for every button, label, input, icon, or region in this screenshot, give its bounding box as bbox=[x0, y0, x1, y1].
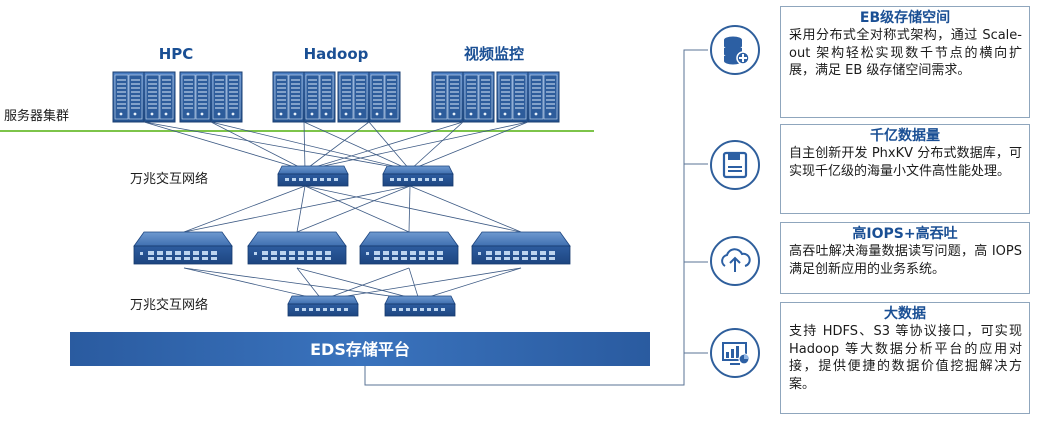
feature-text: 自主创新开发 PhxKV 分布式数据库，可实现千亿级的海量小文件高性能处理。 bbox=[789, 146, 1022, 179]
group-label-video: 视频监控 bbox=[464, 45, 524, 63]
hadoop-servers bbox=[272, 71, 401, 123]
network-links bbox=[143, 121, 529, 301]
switch-layer-2 bbox=[133, 231, 571, 265]
cloud-upload-icon bbox=[710, 236, 760, 286]
network-label-1: 万兆交互网络 bbox=[130, 171, 208, 187]
cluster-label: 服务器集群 bbox=[4, 108, 69, 124]
eds-platform-bar bbox=[70, 332, 650, 366]
feature-text: 采用分布式全对称式架构，通过 Scale-out 架构轻松实现数千节点的横向扩展… bbox=[789, 28, 1022, 78]
feature-title: 大数据 bbox=[884, 306, 926, 322]
floppy-disk-icon bbox=[710, 140, 760, 190]
feature-title: 千亿数据量 bbox=[870, 128, 940, 144]
network-label-2: 万兆交互网络 bbox=[130, 297, 208, 313]
connector-lines bbox=[364, 49, 708, 386]
video-servers bbox=[431, 71, 560, 123]
feature-title: 高IOPS+高吞吐 bbox=[852, 226, 958, 242]
feature-card-big-data: 大数据 支持 HDFS、S3 等协议接口，可实现 Hadoop 等大数据分析平台… bbox=[780, 302, 1030, 414]
database-icon bbox=[710, 25, 760, 75]
feature-card-iops: 高IOPS+高吞吐 高吞吐解决海量数据读写问题，高 IOPS 满足创新应用的业务… bbox=[780, 222, 1030, 294]
feature-card-data-volume: 千亿数据量 自主创新开发 PhxKV 分布式数据库，可实现千亿级的海量小文件高性… bbox=[780, 124, 1030, 214]
group-label-hpc: HPC bbox=[159, 45, 194, 63]
feature-card-eb-storage: EB级存储空间 采用分布式全对称式架构，通过 Scale-out 架构轻松实现数… bbox=[780, 6, 1030, 118]
switch-layer-1 bbox=[277, 165, 454, 187]
platform-label: EDS存储平台 bbox=[310, 340, 410, 359]
switch-layer-3 bbox=[287, 295, 456, 317]
analytics-monitor-icon bbox=[710, 328, 760, 378]
feature-text: 支持 HDFS、S3 等协议接口，可实现 Hadoop 等大数据分析平台的应用对… bbox=[789, 324, 1022, 392]
hpc-servers bbox=[112, 71, 243, 123]
server-cluster bbox=[112, 71, 560, 123]
feature-title: EB级存储空间 bbox=[859, 10, 951, 26]
group-label-hadoop: Hadoop bbox=[304, 45, 369, 63]
feature-text: 高吞吐解决海量数据读写问题，高 IOPS 满足创新应用的业务系统。 bbox=[789, 244, 1022, 277]
